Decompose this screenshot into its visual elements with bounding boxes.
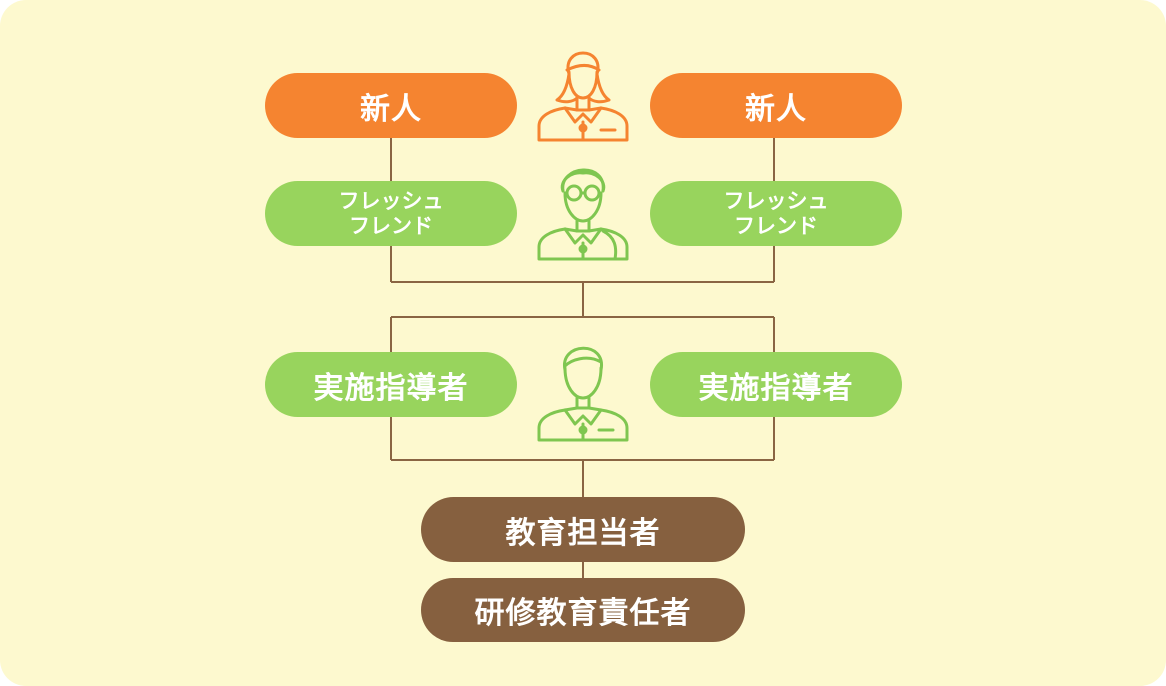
preceptor-box-left: 実施指導者 (265, 352, 517, 417)
person-icon (537, 346, 629, 442)
preceptor-label-right: 実施指導者 (698, 370, 854, 406)
person-woman-icon (537, 51, 629, 142)
newcomer-label-left: 新人 (360, 91, 422, 127)
newcomer-label-right: 新人 (745, 91, 807, 127)
education-officer-label: 教育担当者 (505, 515, 661, 551)
fresh-friend-box-left: フレッシュ フレンド (265, 181, 517, 246)
newcomer-box-left: 新人 (265, 73, 517, 138)
training-manager-box: 研修教育責任者 (421, 578, 745, 642)
person-with-glasses-icon (537, 168, 629, 261)
training-manager-label: 研修教育責任者 (474, 596, 692, 631)
education-officer-box: 教育担当者 (421, 497, 745, 562)
fresh-friend-label-right: フレッシュ フレンド (723, 188, 829, 238)
preceptor-box-right: 実施指導者 (650, 352, 902, 417)
preceptor-label-left: 実施指導者 (313, 370, 469, 406)
newcomer-box-right: 新人 (650, 73, 902, 138)
fresh-friend-label-left: フレッシュ フレンド (338, 188, 444, 238)
fresh-friend-box-right: フレッシュ フレンド (650, 181, 902, 246)
